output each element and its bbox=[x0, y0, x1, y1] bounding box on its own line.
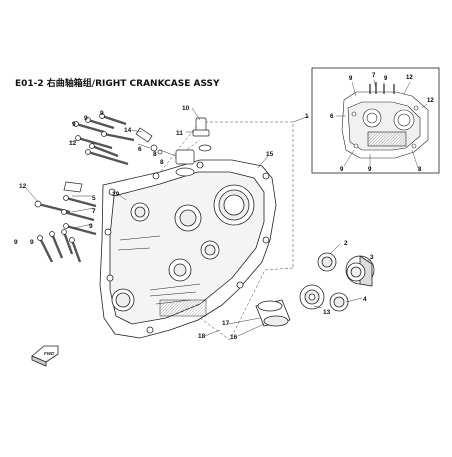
callout-9-extra-b: 9 bbox=[84, 115, 88, 122]
callout-17: 17 bbox=[222, 320, 230, 327]
callout-numbers: 1 2 3 4 5 6 7 8 9 10 11 12 13 14 15 16 1… bbox=[14, 105, 374, 341]
breather-assembly bbox=[175, 117, 212, 177]
callout-18: 18 bbox=[198, 333, 206, 340]
callout-4: 4 bbox=[363, 296, 367, 303]
callout-8-extra: 8 bbox=[160, 159, 164, 166]
svg-text:FWD: FWD bbox=[44, 351, 55, 356]
inset-crankcase bbox=[341, 82, 429, 159]
inset-callout-8: 8 bbox=[418, 167, 422, 173]
inset-view: 9 7 9 12 6 12 9 9 8 bbox=[311, 67, 440, 174]
callout-13: 13 bbox=[323, 309, 331, 316]
inset-leader-lines bbox=[336, 79, 428, 169]
bearing-13 bbox=[299, 284, 325, 310]
inset-callout-9d: 9 bbox=[368, 167, 372, 173]
bolt-row-top bbox=[73, 113, 135, 166]
bolt-set bbox=[34, 113, 163, 263]
inset-callout-7: 7 bbox=[372, 73, 376, 79]
oil-seal-2 bbox=[317, 252, 337, 272]
callout-14: 14 bbox=[124, 127, 132, 134]
callout-9-extra-d: 9 bbox=[14, 239, 18, 246]
front-direction-arrow-icon: FWD bbox=[31, 345, 59, 367]
inset-callout-9a: 9 bbox=[349, 76, 353, 82]
bearing-seal-set bbox=[255, 252, 375, 327]
callout-leader-lines bbox=[25, 107, 372, 337]
inset-callout-9b: 9 bbox=[384, 76, 388, 82]
inset-callout-6: 6 bbox=[330, 114, 334, 120]
callout-16: 16 bbox=[230, 334, 238, 341]
clip-part bbox=[63, 181, 83, 193]
bolt-row-left bbox=[34, 195, 97, 263]
inset-callout-12a: 12 bbox=[406, 75, 413, 81]
callout-5: 5 bbox=[92, 195, 96, 202]
callout-7: 7 bbox=[92, 208, 96, 215]
callout-12: 12 bbox=[19, 183, 27, 190]
diagram-title: E01-2 右曲轴箱组/RIGHT CRANKCASE ASSY bbox=[15, 79, 220, 89]
callout-9-extra-c: 9 bbox=[100, 110, 104, 117]
callout-2: 2 bbox=[344, 240, 348, 247]
bracket-part bbox=[135, 127, 153, 143]
callout-10: 10 bbox=[182, 105, 190, 112]
callout-3: 3 bbox=[370, 254, 374, 261]
bearing-4 bbox=[329, 292, 349, 312]
inset-callout-12b: 12 bbox=[427, 98, 434, 104]
callout-9-extra-a: 9 bbox=[72, 121, 76, 128]
bearing-3 bbox=[345, 255, 375, 287]
callout-19: 19 bbox=[112, 191, 120, 198]
sleeve-17 bbox=[255, 299, 291, 327]
callout-15: 15 bbox=[266, 151, 274, 158]
callout-9-extra-e: 9 bbox=[30, 239, 34, 246]
callout-8: 8 bbox=[153, 151, 157, 158]
callout-6: 6 bbox=[138, 146, 142, 153]
callout-9: 9 bbox=[89, 223, 93, 230]
callout-11: 11 bbox=[176, 130, 183, 137]
right-crankcase-half bbox=[99, 159, 277, 339]
callout-1: 1 bbox=[305, 113, 309, 120]
inset-callout-9c: 9 bbox=[340, 167, 344, 173]
callout-12-extra: 12 bbox=[69, 140, 77, 147]
